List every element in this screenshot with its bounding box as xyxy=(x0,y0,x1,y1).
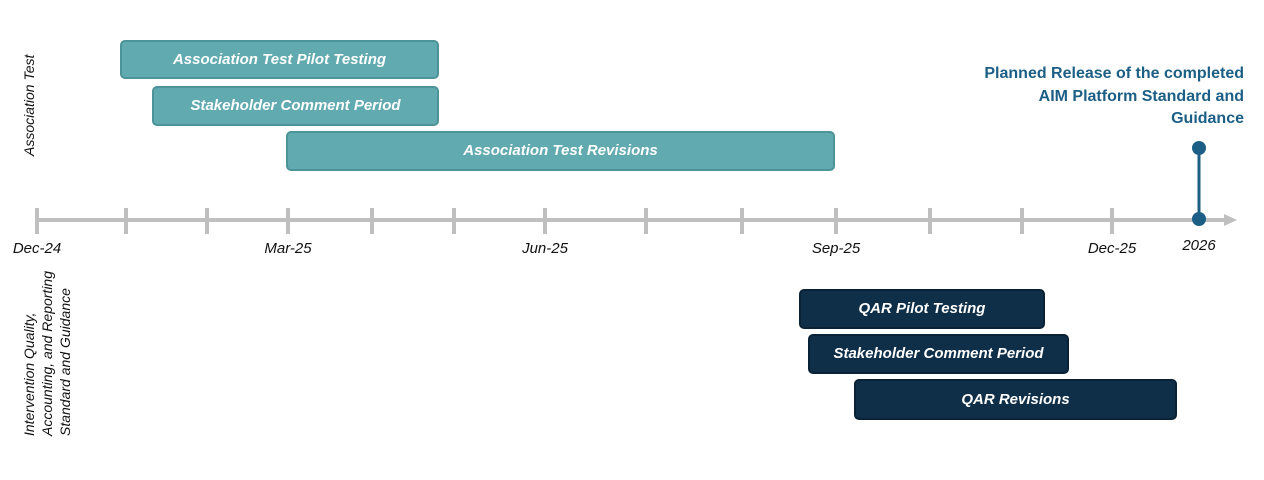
planned-release-note: Planned Release of the completed AIM Pla… xyxy=(984,65,1244,127)
axis-label-2026: 2026 xyxy=(1182,237,1216,254)
axis-label-sep-25: Sep-25 xyxy=(811,240,861,257)
axis-label-mar-25: Mar-25 xyxy=(264,240,312,257)
qar-revisions-bar: QAR Revisions xyxy=(854,379,1177,420)
axis-label-dec-24: Dec-24 xyxy=(12,240,62,257)
axis-label-jun-25: Jun-25 xyxy=(522,240,568,257)
axis-arrow-icon xyxy=(1224,214,1237,226)
association-pilot-testing-bar: Association Test Pilot Testing xyxy=(120,40,439,79)
qar-pilot-testing-bar: QAR Pilot Testing xyxy=(799,289,1045,329)
release-milestone-top-dot xyxy=(1192,141,1206,155)
qar-stakeholder-comment-bar: Stakeholder Comment Period xyxy=(808,334,1069,374)
association-stakeholder-comment-bar: Stakeholder Comment Period xyxy=(152,86,439,126)
association-revisions-bar: Association Test Revisions xyxy=(286,131,835,171)
axis-ticks xyxy=(35,208,1114,234)
axis-label-dec-25: Dec-25 xyxy=(1087,240,1137,257)
release-milestone-axis-dot xyxy=(1192,212,1206,226)
